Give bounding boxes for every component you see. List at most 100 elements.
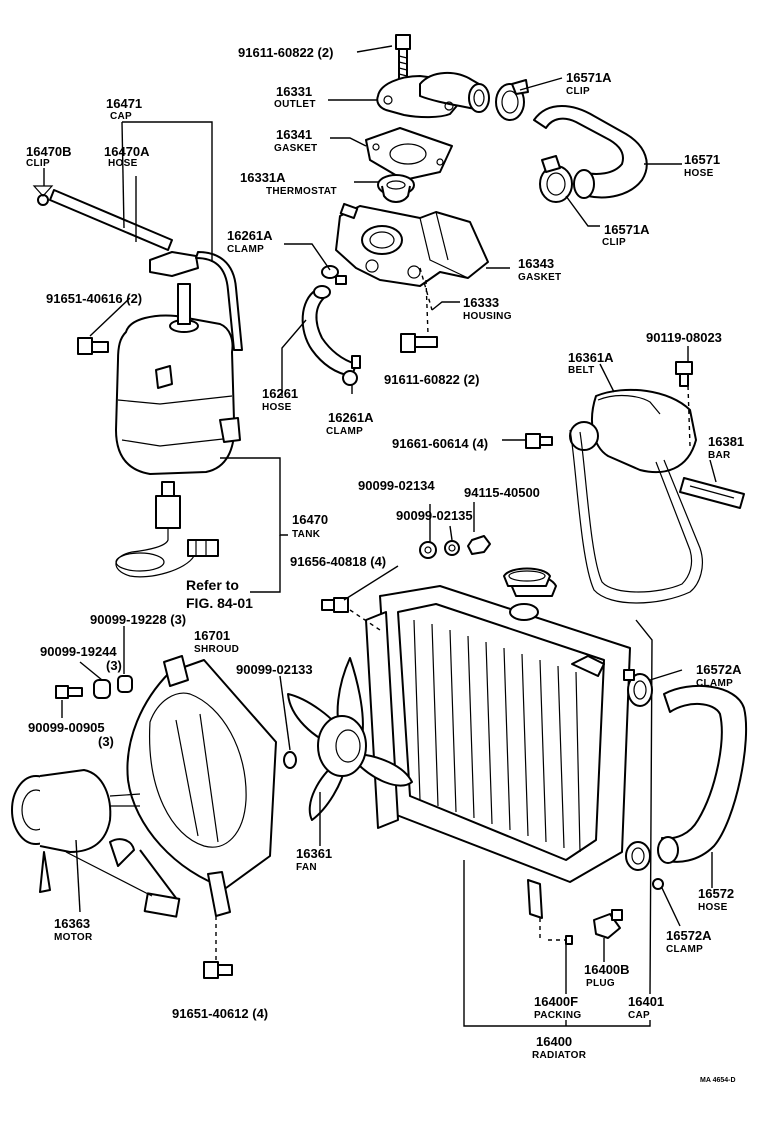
hose-16261-drawing: [301, 285, 357, 377]
svg-text:16701: 16701: [194, 628, 230, 643]
svg-text:(3): (3): [106, 658, 122, 673]
svg-text:16572: 16572: [698, 886, 734, 901]
label-hose-16571: 16571 HOSE: [684, 152, 720, 179]
svg-text:GASKET: GASKET: [518, 272, 561, 283]
label-clamp-16261a-bottom: 16261A CLAMP: [326, 410, 374, 437]
label-part-90099-19244: 90099-19244 (3): [40, 644, 122, 673]
label-radiator: 16400 RADIATOR: [532, 1034, 587, 1061]
label-fan: 16361 FAN: [296, 846, 332, 873]
label-bolt-91656-40818: 91656-40818 (4): [290, 554, 386, 569]
label-nut-94115-40500: 94115-40500: [464, 485, 540, 500]
clamp-16572a-bottom-drawing: [625, 841, 664, 890]
bolt-90119-08023-drawing: [675, 361, 693, 387]
label-thermostat: 16331A THERMOSTAT: [240, 170, 337, 197]
label-shroud: 16701 SHROUD: [194, 628, 239, 655]
label-bolt-91651-40616: 91651-40616 (2): [46, 291, 142, 306]
label-housing: 16333 HOUSING: [463, 295, 512, 322]
svg-text:90099-02134: 90099-02134: [358, 478, 435, 493]
hose-16571-drawing: [533, 105, 648, 199]
svg-text:MA 4654-D: MA 4654-D: [700, 1077, 736, 1084]
svg-text:90099-19244: 90099-19244: [40, 644, 117, 659]
label-part-90099-00905: 90099-00905 (3): [28, 720, 114, 749]
svg-text:16341: 16341: [276, 127, 312, 142]
label-motor: 16363 MOTOR: [54, 916, 93, 943]
svg-text:16572A: 16572A: [696, 662, 742, 677]
svg-text:16470: 16470: [292, 512, 328, 527]
svg-text:HOSE: HOSE: [108, 158, 138, 169]
svg-text:16331: 16331: [276, 84, 312, 99]
svg-text:CLAMP: CLAMP: [696, 678, 733, 689]
clip-16470b-drawing: [32, 185, 54, 206]
bolt-91611-60822-bottom-drawing: [400, 333, 438, 353]
label-gasket-16343: 16343 GASKET: [518, 256, 561, 283]
clamp-16261a-top-drawing: [321, 265, 347, 285]
label-part-90099-19228: 90099-19228 (3): [90, 612, 186, 627]
bolt-91651-40612-drawing: [203, 961, 233, 979]
svg-text:CAP: CAP: [110, 111, 132, 122]
svg-text:91651-40616 (2): 91651-40616 (2): [46, 291, 142, 306]
svg-text:16571: 16571: [684, 152, 720, 167]
grommets-drawing: [93, 675, 133, 699]
plug-drawing: [593, 909, 623, 939]
label-clip-16571a-top: 16571A CLIP: [566, 70, 612, 97]
svg-text:91656-40818 (4): 91656-40818 (4): [290, 554, 386, 569]
svg-text:16333: 16333: [463, 295, 499, 310]
svg-text:BAR: BAR: [708, 450, 731, 461]
svg-text:16363: 16363: [54, 916, 90, 931]
bolt-91661-60614-drawing: [525, 433, 553, 449]
hose-16470a-drawing: [49, 189, 173, 251]
svg-text:THERMOSTAT: THERMOSTAT: [266, 186, 337, 197]
label-clamp-16572a-top: 16572A CLAMP: [696, 662, 742, 689]
svg-text:FIG. 84-01: FIG. 84-01: [186, 595, 253, 611]
packing-drawing: [565, 935, 573, 945]
gasket-16341-drawing: [365, 127, 453, 181]
label-clamp-16261a-top: 16261A CLAMP: [227, 228, 273, 255]
hose-16572-drawing: [657, 684, 748, 864]
svg-text:90099-02135: 90099-02135: [396, 508, 473, 523]
svg-text:16400F: 16400F: [534, 994, 578, 1009]
svg-text:TANK: TANK: [292, 529, 321, 540]
svg-text:SHROUD: SHROUD: [194, 644, 239, 655]
svg-text:16261A: 16261A: [227, 228, 273, 243]
label-packing: 16400F PACKING: [534, 994, 581, 1021]
label-clip-16571a-bottom: 16571A CLIP: [602, 222, 650, 248]
svg-text:16401: 16401: [628, 994, 664, 1009]
label-tank: 16470 TANK: [292, 512, 328, 540]
svg-text:RADIATOR: RADIATOR: [532, 1050, 587, 1061]
svg-text:Refer to: Refer to: [186, 577, 239, 593]
shroud-drawing: [109, 655, 297, 917]
tank-drawing: [115, 251, 243, 475]
svg-text:91651-40612 (4): 91651-40612 (4): [172, 1006, 268, 1021]
svg-text:CLIP: CLIP: [602, 237, 626, 248]
svg-text:HOSE: HOSE: [684, 168, 714, 179]
svg-text:16400B: 16400B: [584, 962, 630, 977]
svg-text:16471: 16471: [106, 96, 142, 111]
radiator-drawing: [365, 573, 631, 919]
svg-text:90099-02133: 90099-02133: [236, 662, 313, 677]
svg-text:CAP: CAP: [628, 1010, 650, 1021]
label-refer: Refer to FIG. 84-01: [186, 577, 253, 611]
svg-text:MOTOR: MOTOR: [54, 932, 93, 943]
cap-16401-drawing: [503, 567, 551, 587]
label-part-90099-02133: 90099-02133: [236, 662, 313, 677]
svg-text:16400: 16400: [536, 1034, 572, 1049]
label-hose-16572: 16572 HOSE: [698, 886, 734, 913]
label-clip-16470b: 16470B CLIP: [26, 144, 72, 169]
thermostat-drawing: [377, 174, 415, 203]
svg-text:CLAMP: CLAMP: [666, 944, 703, 955]
svg-text:HOUSING: HOUSING: [463, 311, 512, 322]
leader-lines: [43, 45, 717, 1027]
clip-16571a-bottom-drawing: [539, 155, 573, 203]
clip-16571a-top-drawing: [495, 79, 529, 121]
svg-text:90119-08023: 90119-08023: [646, 330, 722, 345]
label-hose-16470a: 16470A HOSE: [104, 144, 150, 169]
label-bolt-91651-40612: 91651-40612 (4): [172, 1006, 268, 1021]
svg-text:16571A: 16571A: [604, 222, 650, 237]
svg-text:16261A: 16261A: [328, 410, 374, 425]
svg-text:CLAMP: CLAMP: [227, 244, 264, 255]
svg-text:FAN: FAN: [296, 862, 317, 873]
bolt-91651-40616-drawing: [77, 337, 109, 355]
bolt-91656-40818-drawing: [321, 597, 349, 613]
label-bar: 16381 BAR: [708, 434, 744, 461]
